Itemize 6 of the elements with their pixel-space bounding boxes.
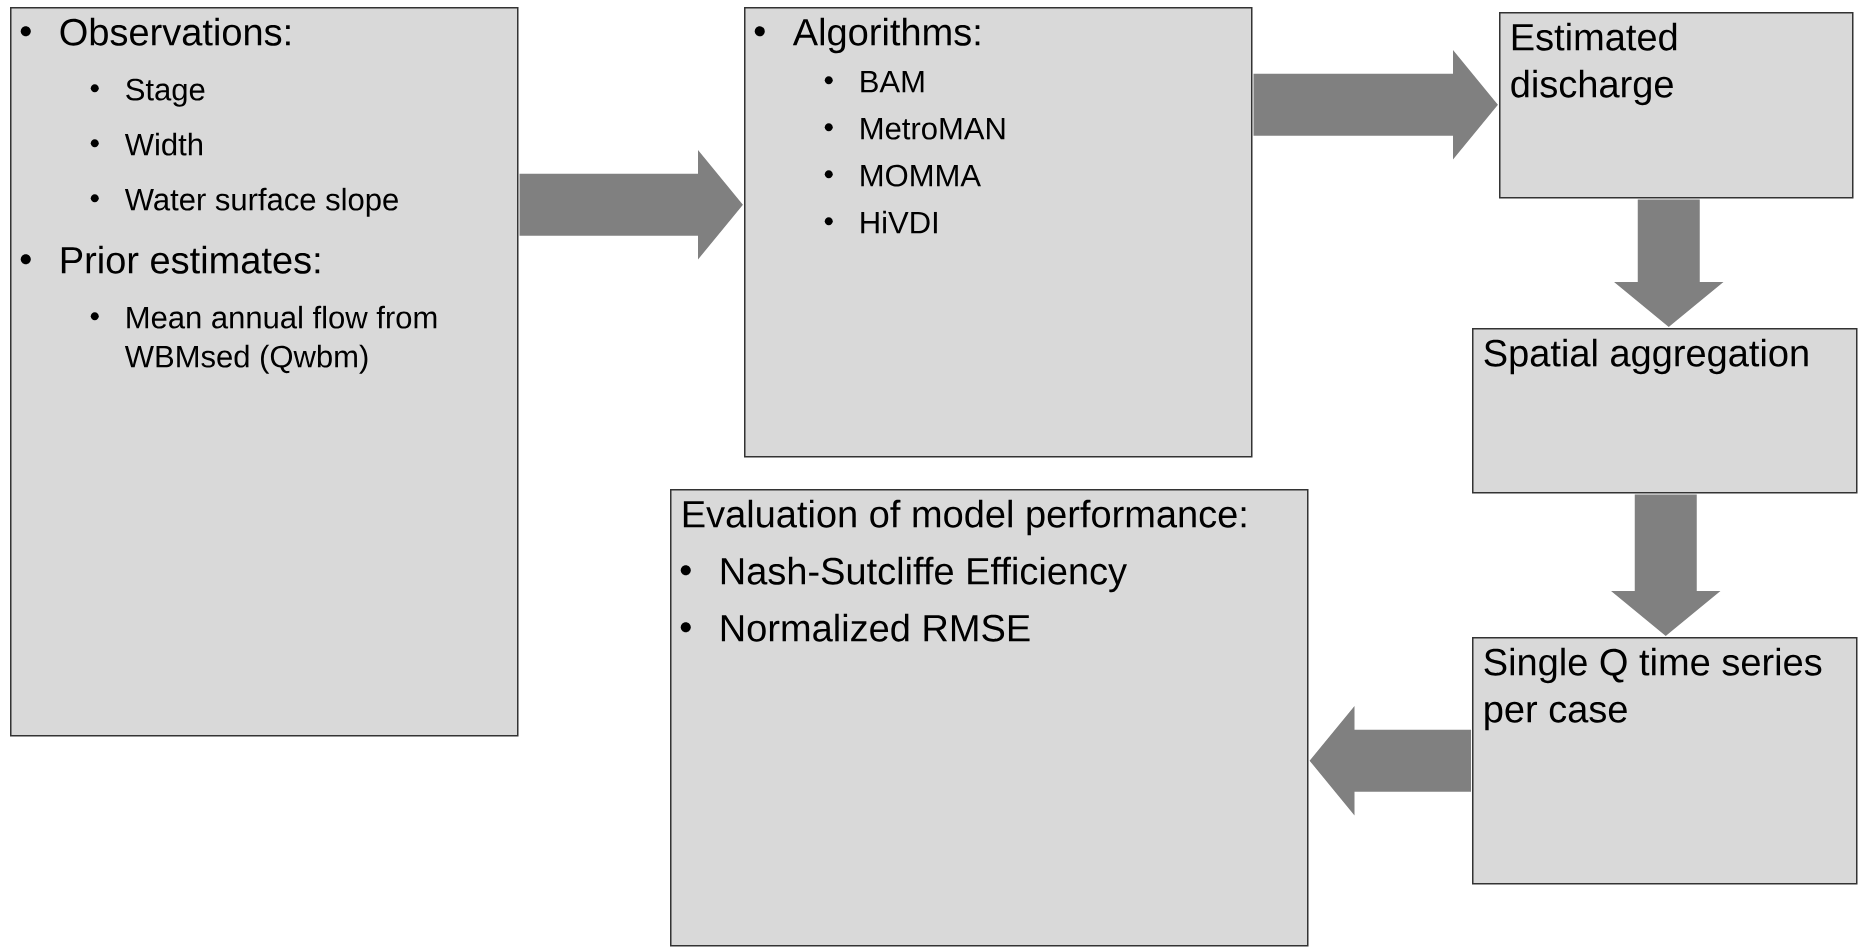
list-box: Observations: Stage Width Water surface slope Prior estimates: Mean annual flow from WBMsed (Qwbm): [10, 7, 519, 737]
list-box: Algorithms: BAM MetroMAN MOMMA HiVDI: [744, 7, 1253, 458]
process-box: Single Q time series per case: [1472, 637, 1858, 885]
list-box: Evaluation of model performance: Nash-Sutcliffe Efficiency Normalized RMSE: [670, 489, 1309, 947]
process-box: Spatial aggregation: [1472, 328, 1858, 494]
process-box: Estimated discharge: [1499, 12, 1854, 199]
